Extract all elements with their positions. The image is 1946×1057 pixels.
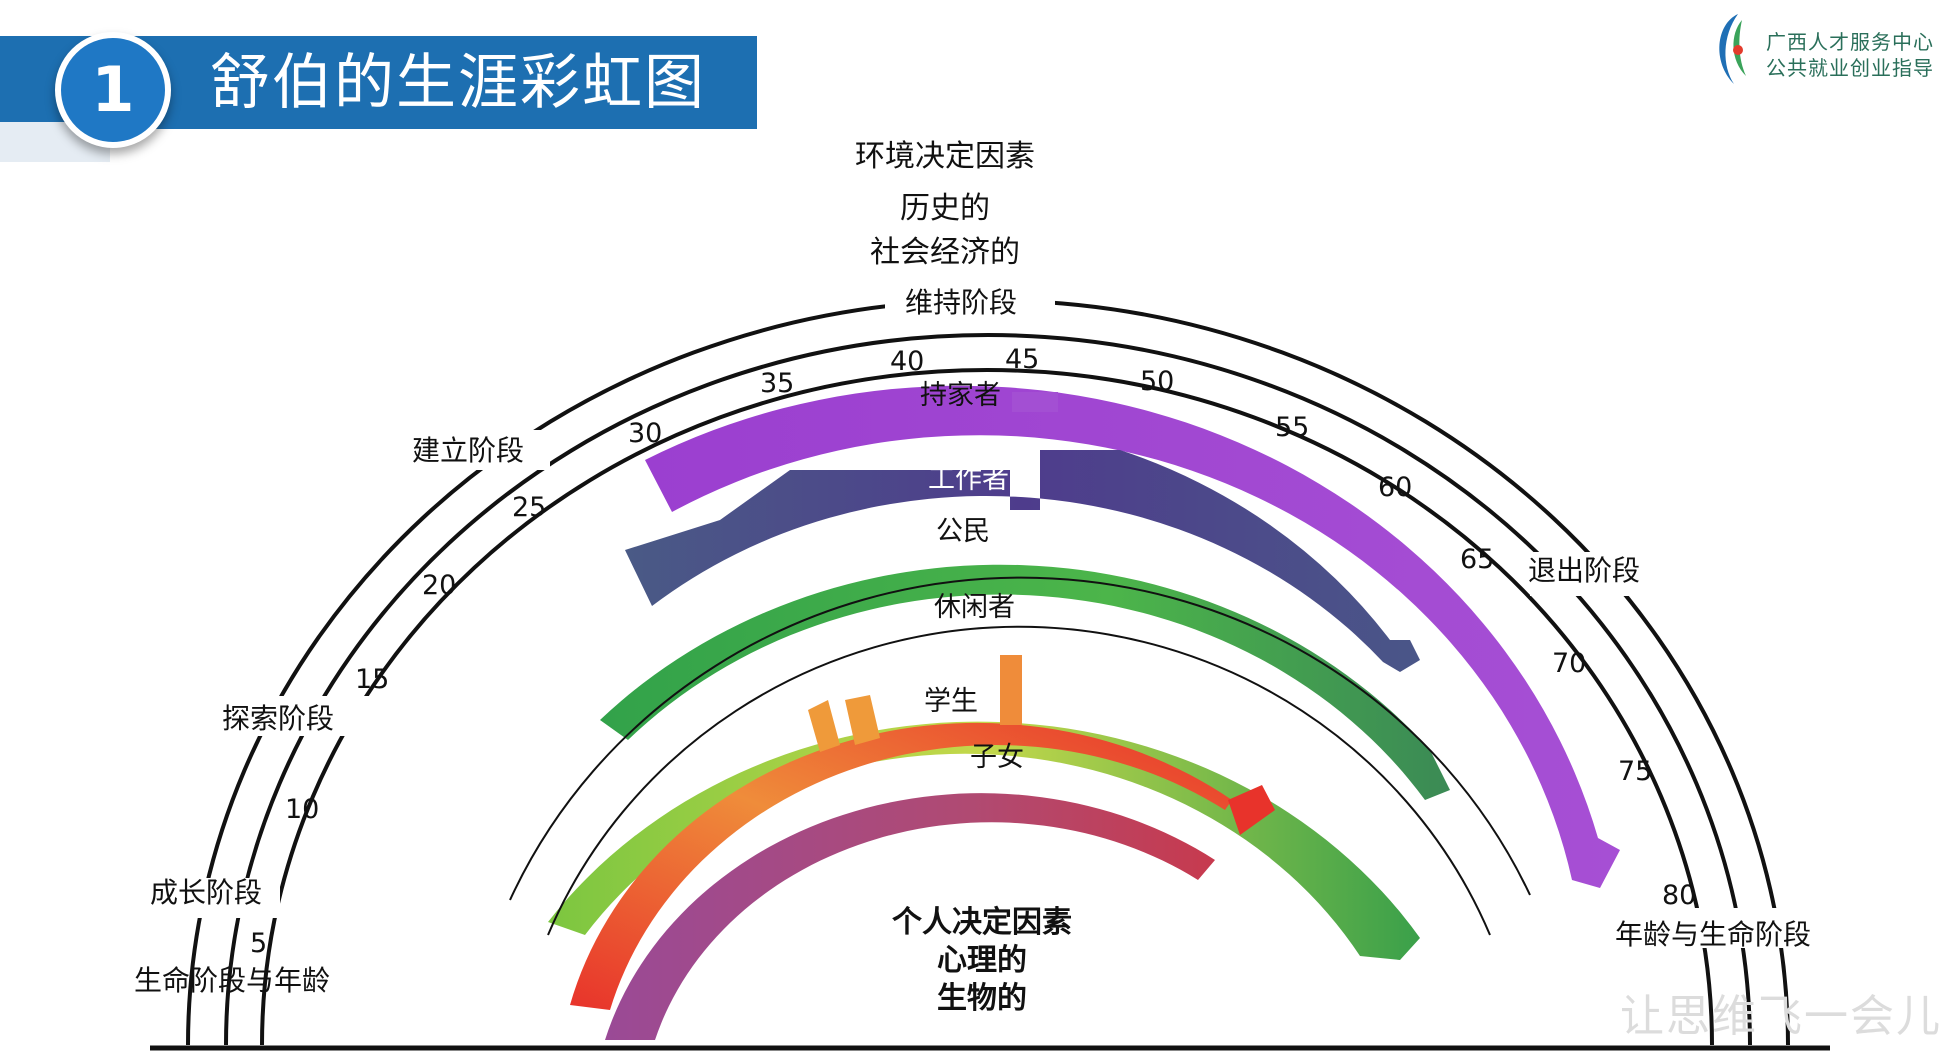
stage-label-exploration: 探索阶段 (222, 702, 334, 735)
age-label: 55 (1275, 412, 1309, 443)
role-label-worker: 工作者 (928, 464, 1009, 495)
age-label: 25 (512, 492, 546, 523)
stage-label-establishment: 建立阶段 (412, 434, 524, 467)
band-student (570, 722, 1232, 1010)
outer-left-label: 生命阶段与年龄 (134, 964, 330, 997)
age-label: 60 (1378, 472, 1412, 503)
role-label-student: 学生 (924, 686, 978, 717)
role-label-homemaker: 持家者 (920, 380, 1001, 411)
role-label-child: 子女 (970, 742, 1024, 773)
student-return (1228, 785, 1275, 835)
student-college-bar (1000, 655, 1022, 725)
section-number-badge: 1 (55, 32, 171, 148)
outer-right-label: 年龄与生命阶段 (1615, 918, 1811, 951)
age-label: 35 (760, 368, 794, 399)
band-homemaker (645, 385, 1620, 888)
stage-label-decline: 退出阶段 (1528, 554, 1640, 587)
personal-line1: 心理的 (937, 943, 1027, 978)
label-cutouts (140, 282, 1820, 948)
age-label: 75 (1618, 756, 1652, 787)
age-label: 50 (1140, 366, 1174, 397)
role-bands (548, 385, 1620, 1040)
age-label: 30 (628, 418, 662, 449)
stage-labels: 成长阶段 探索阶段 建立阶段 维持阶段 退出阶段 生命阶段与年龄 年龄与生命阶段 (134, 286, 1811, 997)
role-label-leisure: 休闲者 (934, 592, 1015, 623)
band-citizen (600, 564, 1450, 800)
band-child (605, 793, 1215, 1040)
inner-partition-lines (509, 576, 1531, 936)
role-label-citizen: 公民 (936, 516, 990, 547)
watermark: 让思维飞一会儿 (1620, 991, 1942, 1042)
personal-line2: 生物的 (937, 981, 1027, 1016)
stage-label-maintenance: 维持阶段 (905, 286, 1017, 319)
age-label: 20 (422, 570, 456, 601)
logo-text-line1: 广西人才服务中心 (1766, 30, 1934, 54)
page-title: 舒伯的生涯彩虹图 (210, 48, 706, 118)
stage-label-growth: 成长阶段 (150, 876, 262, 909)
environment-heading: 环境决定因素 (855, 139, 1035, 174)
age-label: 70 (1552, 648, 1586, 679)
age-label: 15 (355, 664, 389, 695)
student-tabs (808, 695, 880, 752)
age-ticks: 5 10 15 20 25 30 35 40 45 50 55 60 65 70… (250, 344, 1696, 959)
role-labels: 持家者 工作者 公民 休闲者 学生 子女 (920, 380, 1024, 773)
age-label: 80 (1662, 880, 1696, 911)
environment-line2: 社会经济的 (870, 235, 1020, 270)
organization-logo: 广西人才服务中心 公共就业创业指导 (1708, 10, 1938, 90)
personal-heading: 个人决定因素 (892, 905, 1072, 940)
age-label: 45 (1005, 344, 1039, 375)
homemaker-notch (1012, 392, 1058, 412)
age-label: 10 (285, 794, 319, 825)
band-worker (625, 450, 1420, 672)
age-label: 5 (250, 928, 267, 959)
logo-text-line2: 公共就业创业指导 (1766, 56, 1934, 80)
age-label: 65 (1460, 544, 1494, 575)
age-label: 40 (890, 346, 924, 377)
determinant-texts: 环境决定因素 历史的 社会经济的 个人决定因素 心理的 生物的 (855, 139, 1072, 1016)
environment-line1: 历史的 (900, 191, 990, 226)
logo-swirl-icon (1719, 14, 1746, 84)
